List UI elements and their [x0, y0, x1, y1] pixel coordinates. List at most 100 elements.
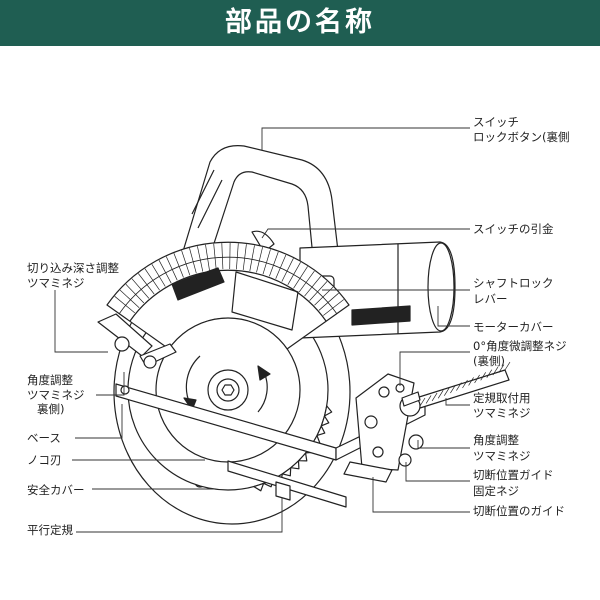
- guard-ridge-line: [293, 266, 308, 289]
- label-switch-lock-line1: スイッチ: [473, 115, 519, 129]
- leader-line-parallel-ruler: [76, 498, 283, 533]
- label-depth-knob-line1: 切り込み深さ調整: [27, 261, 119, 275]
- guard-ridge-line: [256, 247, 263, 273]
- guard-ridge-line: [242, 244, 247, 271]
- guard-ridge-line: [189, 248, 197, 274]
- ruler-hatch-line: [504, 361, 511, 371]
- leader-line-trigger: [261, 228, 470, 239]
- label-motor-cover: モーターカバー: [473, 320, 554, 334]
- ruler-hatch-line: [444, 387, 450, 396]
- ruler-knob-wing: [401, 391, 421, 407]
- guard-ridge-line: [119, 289, 140, 309]
- header-band: 部品の名称: [0, 0, 600, 46]
- label-angle-knob-left-line1: 角度調整: [27, 373, 73, 387]
- guard-ridge-line: [309, 281, 328, 301]
- blade-tooth: [324, 405, 333, 417]
- bracket-hole-mid: [364, 415, 378, 429]
- guard-ridge-line: [125, 284, 145, 304]
- guard-ridge-line: [298, 270, 315, 293]
- cut-guide-shape: [343, 461, 393, 483]
- guide-screw-shape: [398, 453, 412, 467]
- saw-drawing: [97, 144, 511, 525]
- ruler-hatch-line: [462, 379, 468, 389]
- guard-logo-plate: [171, 267, 225, 301]
- guard-ridge-line: [131, 278, 150, 299]
- leader-line-ruler-knob: [445, 398, 470, 406]
- label-base: ベース: [27, 431, 61, 445]
- guard-ridge-line: [165, 256, 178, 281]
- leader-line-motor-cover: [437, 306, 470, 327]
- guard-ridge-line: [281, 258, 294, 282]
- depth-knob-hub: [114, 336, 130, 352]
- leader-line-zero-angle-screw: [399, 351, 470, 386]
- angle-knob-right-shape: [408, 434, 424, 450]
- ruler-hatch-line: [425, 395, 432, 404]
- label-trigger: スイッチの引金: [473, 222, 554, 236]
- guard-ridge-line: [269, 251, 279, 277]
- label-angle-knob-left-line3: 裏側): [37, 402, 65, 416]
- ruler-hatch-line: [456, 382, 462, 391]
- label-guide-screw-line1: 切断位置ガイド: [473, 468, 554, 482]
- blade-tooth: [298, 452, 308, 462]
- label-zero-angle-screw-line2: (裏側): [473, 354, 505, 368]
- guard-label-plate: [231, 271, 299, 331]
- leader-line-switch-lock: [261, 127, 470, 150]
- blade-tooth: [253, 482, 265, 492]
- guard-ridge-line: [205, 244, 210, 271]
- trigger-shape: [251, 230, 275, 253]
- ruler-hatch-line: [492, 366, 499, 376]
- bracket-hole-bottom: [372, 446, 384, 458]
- bracket-hole-top: [378, 386, 390, 398]
- ruler-hatch-line: [474, 374, 480, 384]
- leader-line-depth-knob: [54, 290, 108, 353]
- guard-ridge-line: [158, 260, 172, 284]
- parallel-ruler-bracket: [275, 481, 291, 501]
- rotation-arrowhead-right: [257, 365, 271, 381]
- page-title: 部品の名称: [225, 7, 375, 38]
- ruler-hatch-line: [450, 384, 456, 394]
- leader-line-angle-knob-left: [96, 372, 125, 396]
- label-angle-knob-right-line1: 角度調整: [473, 433, 519, 447]
- ruler-hatch: [419, 361, 511, 407]
- leader-line-angle-knob-right: [417, 440, 470, 449]
- guard-ridge-line: [151, 264, 166, 287]
- label-parallel-ruler: 平行定規: [27, 523, 73, 537]
- parallel-ruler-bar: [227, 460, 347, 508]
- handle-grip-line: [191, 169, 223, 229]
- leader-line-guide-screw: [405, 462, 470, 482]
- label-depth-knob-line2: ツマミネジ: [27, 276, 85, 290]
- ruler-hatch-line: [431, 392, 438, 402]
- guard-ridge-line: [138, 273, 155, 295]
- label-zero-angle-screw-line1: 0°角度微調整ネジ: [473, 339, 567, 353]
- label-guide-screw-line2: 固定ネジ: [473, 484, 519, 498]
- blade-tooth: [281, 467, 292, 477]
- label-angle-knob-right-line2: ツマミネジ: [473, 449, 531, 463]
- ruler-hatch-line: [498, 364, 505, 373]
- guard-ridge-line: [249, 245, 255, 272]
- angle-bracket-plate: [355, 373, 415, 471]
- angle-knob-left-hub: [143, 355, 157, 369]
- leader-line-cut-guide: [372, 477, 470, 513]
- ruler-hatch-line: [480, 372, 486, 381]
- guard-ridge-line: [275, 254, 287, 279]
- guard-ridge-line: [173, 253, 184, 278]
- label-shaft-lock-line1: シャフトロック: [473, 276, 554, 290]
- guard-ridge-line: [236, 243, 239, 270]
- label-ruler-knob-line1: 定規取付用: [473, 391, 531, 405]
- base-bolt: [120, 385, 130, 395]
- blade-tooth: [290, 460, 300, 470]
- guard-ridge-line: [181, 250, 191, 276]
- arbor-nut-hex: [221, 384, 235, 396]
- guard-ridge-line: [262, 249, 271, 275]
- label-switch-lock-line2: ロックボタン(裏側: [473, 130, 570, 144]
- label-ruler-knob-line2: ツマミネジ: [473, 406, 531, 420]
- label-cut-guide: 切断位置のガイド: [473, 504, 565, 518]
- guard-ridge-line: [287, 262, 301, 285]
- ruler-hatch-line: [419, 397, 426, 407]
- ruler-hatch-line: [486, 369, 493, 378]
- guard-ridge-line: [318, 292, 339, 311]
- guard-ridge-line: [197, 246, 204, 272]
- leader-line-base: [75, 404, 123, 439]
